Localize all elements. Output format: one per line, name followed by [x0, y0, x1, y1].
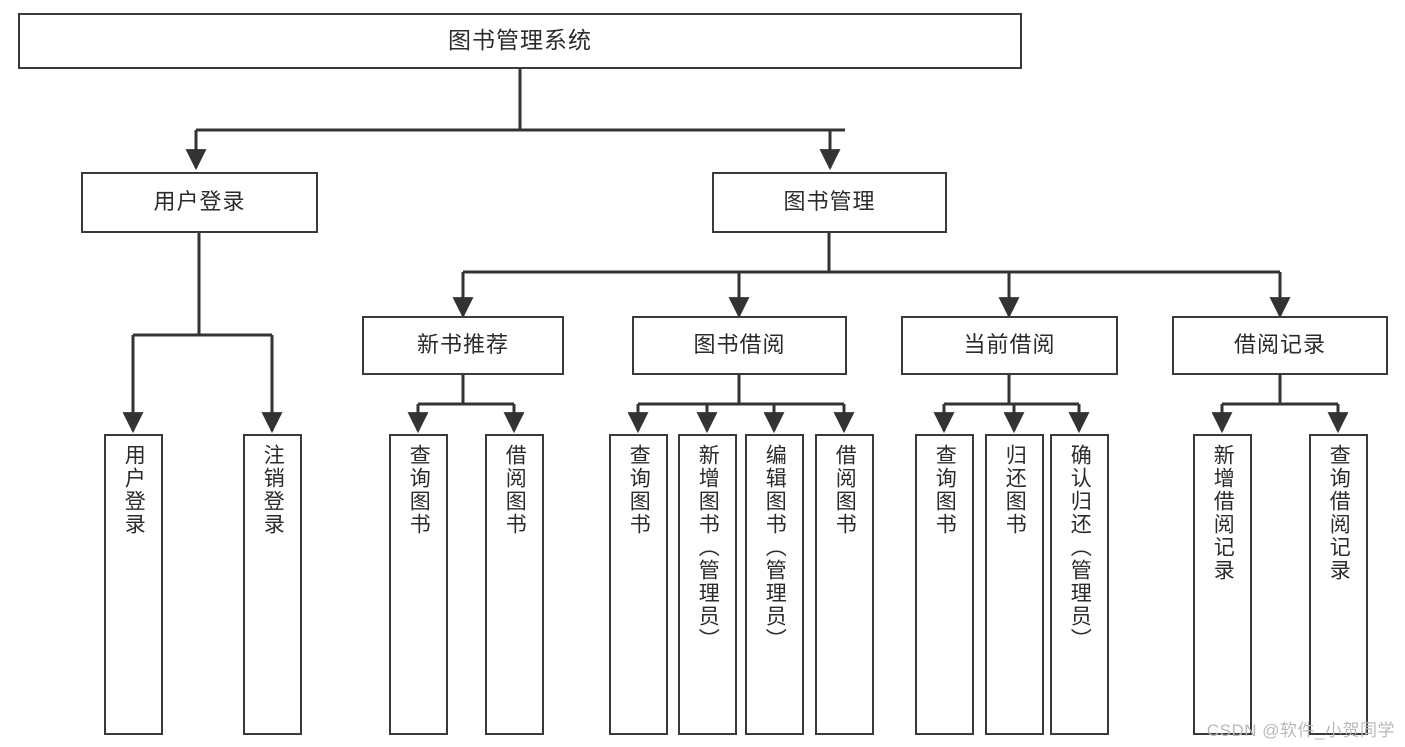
node-book-borrow-label: 图书借阅 [693, 332, 786, 358]
node-leaf-add-record-label: 新增借阅记录 [1211, 444, 1235, 582]
watermark-text: CSDN @软件_小贺同学 [1206, 721, 1395, 740]
node-leaf-borrow-book-2[interactable]: 借阅图书 [815, 434, 874, 735]
node-leaf-logout-login[interactable]: 注销登录 [243, 434, 302, 735]
node-user-login[interactable]: 用户登录 [81, 172, 318, 233]
node-leaf-query-book-3-label: 查询图书 [933, 444, 957, 536]
node-leaf-add-record[interactable]: 新增借阅记录 [1193, 434, 1252, 735]
node-user-login-label: 用户登录 [153, 189, 246, 215]
node-leaf-edit-book-label: 编辑图书（管理员） [763, 444, 787, 651]
node-leaf-return-book[interactable]: 归还图书 [985, 434, 1044, 735]
node-leaf-borrow-book-1[interactable]: 借阅图书 [485, 434, 544, 735]
node-borrow-record-label: 借阅记录 [1233, 332, 1326, 358]
node-leaf-user-login-label: 用户登录 [122, 444, 146, 536]
node-current-borrow[interactable]: 当前借阅 [901, 316, 1118, 375]
node-leaf-query-book-1-label: 查询图书 [407, 444, 431, 536]
node-book-borrow[interactable]: 图书借阅 [632, 316, 847, 375]
node-leaf-edit-book[interactable]: 编辑图书（管理员） [745, 434, 804, 735]
node-leaf-confirm-return-label: 确认归还（管理员） [1068, 444, 1092, 651]
node-leaf-return-book-label: 归还图书 [1003, 444, 1027, 536]
node-leaf-user-login[interactable]: 用户登录 [104, 434, 163, 735]
node-leaf-query-book-2-label: 查询图书 [627, 444, 651, 536]
node-leaf-query-record-label: 查询借阅记录 [1327, 444, 1351, 582]
node-leaf-borrow-book-1-label: 借阅图书 [503, 444, 527, 536]
node-leaf-confirm-return[interactable]: 确认归还（管理员） [1050, 434, 1109, 735]
node-leaf-query-book-1[interactable]: 查询图书 [389, 434, 448, 735]
node-leaf-borrow-book-2-label: 借阅图书 [833, 444, 857, 536]
node-leaf-query-book-3[interactable]: 查询图书 [915, 434, 974, 735]
node-leaf-logout-login-label: 注销登录 [261, 444, 285, 536]
node-leaf-add-book-label: 新增图书（管理员） [696, 444, 720, 651]
node-book-management[interactable]: 图书管理 [712, 172, 947, 233]
node-new-book-recommend-label: 新书推荐 [416, 332, 509, 358]
node-leaf-query-book-2[interactable]: 查询图书 [609, 434, 668, 735]
node-new-book-recommend[interactable]: 新书推荐 [362, 316, 564, 375]
node-leaf-query-record[interactable]: 查询借阅记录 [1309, 434, 1368, 735]
node-root[interactable]: 图书管理系统 [18, 13, 1022, 69]
node-book-management-label: 图书管理 [783, 189, 876, 215]
node-leaf-add-book[interactable]: 新增图书（管理员） [678, 434, 737, 735]
node-borrow-record[interactable]: 借阅记录 [1172, 316, 1388, 375]
node-root-label: 图书管理系统 [448, 27, 592, 54]
node-current-borrow-label: 当前借阅 [963, 332, 1056, 358]
